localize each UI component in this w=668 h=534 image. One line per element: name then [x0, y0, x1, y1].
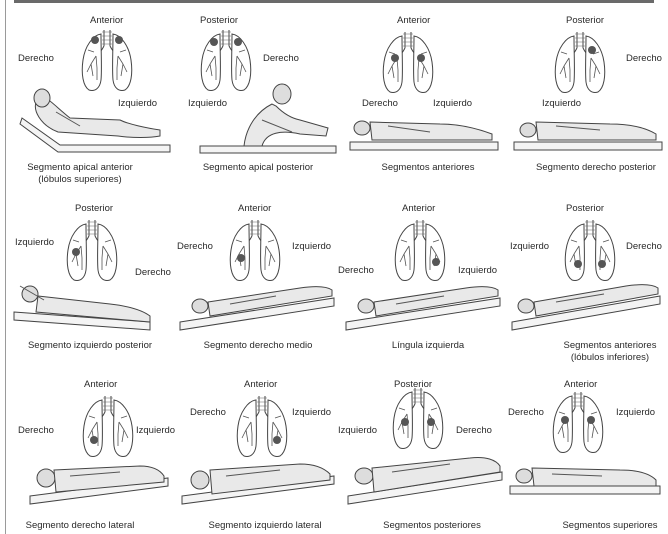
patient-semi-reclined — [20, 89, 170, 152]
lungs-icon — [395, 220, 445, 281]
patient-prone-tilted — [14, 286, 150, 330]
patient-left-side-lying — [30, 466, 168, 504]
target-segment-marker — [561, 416, 569, 424]
target-segment-marker — [90, 436, 98, 444]
target-segment-marker — [115, 36, 123, 44]
patient-prone-flat — [510, 468, 660, 494]
target-segment-marker — [234, 38, 242, 46]
target-segment-marker — [391, 54, 399, 62]
patient-prone — [514, 122, 662, 150]
target-segment-marker — [574, 260, 582, 268]
patient-side-tilted — [180, 287, 334, 330]
target-segment-marker — [598, 260, 606, 268]
lungs-icon — [553, 392, 603, 453]
patient-prone-elevated — [348, 457, 502, 504]
target-segment-marker — [273, 436, 281, 444]
lungs-icon — [82, 30, 132, 91]
lungs-icon — [237, 396, 287, 457]
patient-seated-forward — [200, 84, 336, 153]
target-segment-marker — [588, 46, 596, 54]
target-segment-marker — [417, 54, 425, 62]
patient-side-lingula — [346, 287, 500, 330]
target-segment-marker — [91, 36, 99, 44]
lungs-icon — [383, 32, 433, 93]
lungs-icon — [230, 220, 280, 281]
target-segment-marker — [210, 38, 218, 46]
patient-supine-tilted — [512, 285, 660, 330]
lungs-icon — [201, 30, 251, 91]
patient-right-side-lying — [182, 464, 334, 504]
target-segment-marker — [427, 418, 435, 426]
lungs-icon — [565, 220, 615, 281]
target-segment-marker — [72, 248, 80, 256]
target-segment-marker — [432, 258, 440, 266]
target-segment-marker — [401, 418, 409, 426]
lungs-icon — [555, 32, 605, 93]
lungs-icon — [83, 396, 133, 457]
target-segment-marker — [237, 254, 245, 262]
target-segment-marker — [587, 416, 595, 424]
lungs-icon — [393, 388, 443, 449]
patient-supine — [350, 121, 498, 150]
